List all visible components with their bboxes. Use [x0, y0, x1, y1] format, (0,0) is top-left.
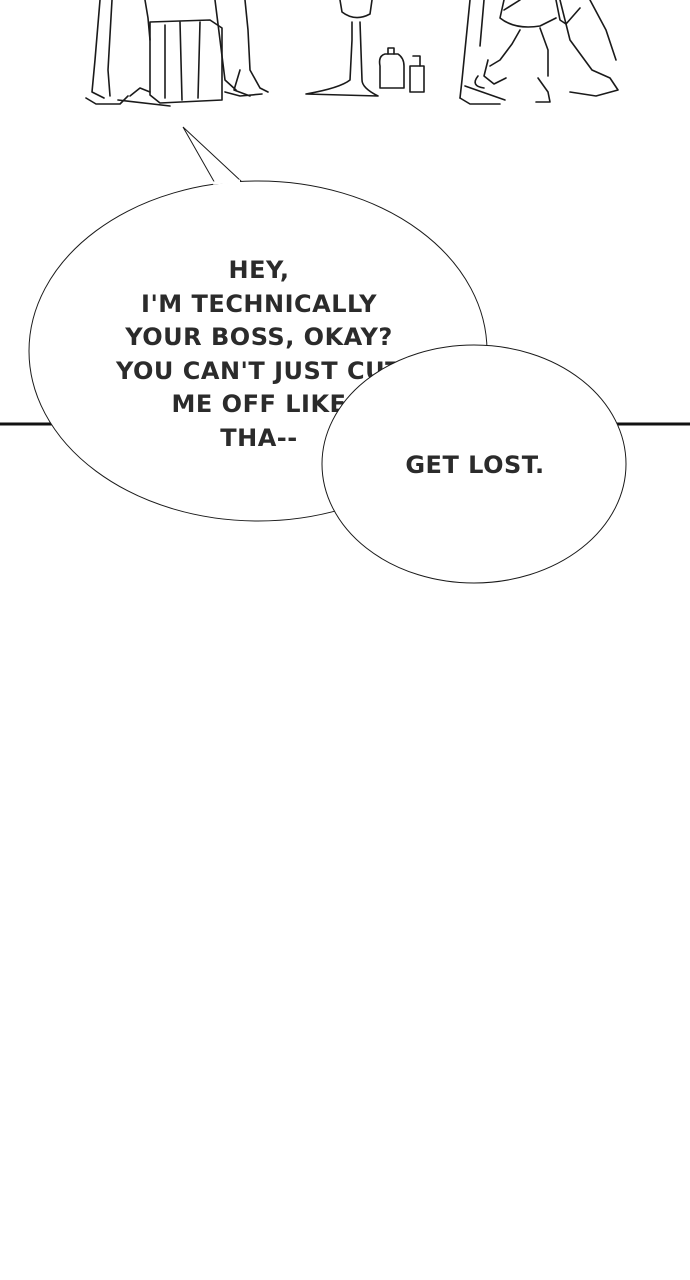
bubble-1-line: YOU CAN'T JUST CUT	[115, 356, 403, 385]
top-panel-illustration	[85, 0, 619, 107]
bubble-1-line: ME OFF LIKE	[171, 390, 347, 418]
bubble-1-line: I'M TECHNICALLY	[141, 289, 377, 318]
bubble-1-line: YOUR BOSS, OKAY?	[125, 323, 393, 351]
left-figure-drawing	[85, 0, 269, 107]
speech-bubble-1-text: HEY, I'M TECHNICALLY YOUR BOSS, OKAY? YO…	[84, 254, 434, 455]
bubble-2-line: GET LOST.	[405, 451, 545, 479]
bubble-1-line: HEY,	[228, 256, 290, 284]
speech-bubble-2-text: GET LOST.	[340, 450, 610, 480]
middle-stool-drawing	[305, 0, 425, 97]
right-figure-drawing	[459, 0, 619, 105]
bubble-1-line: THA--	[220, 423, 298, 452]
